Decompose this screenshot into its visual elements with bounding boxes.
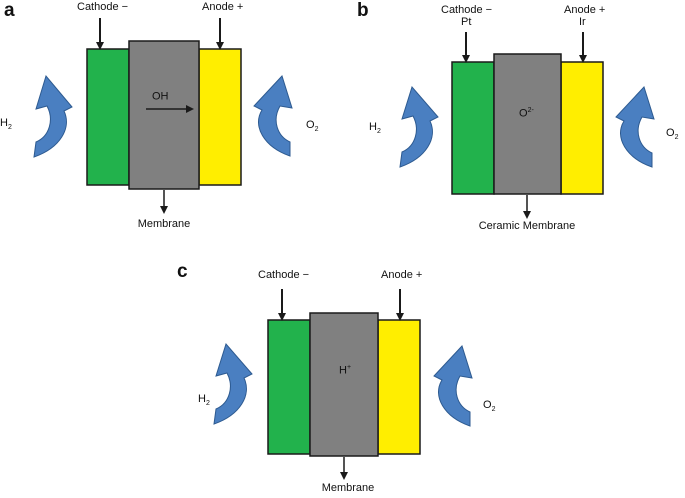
- anode-plate: [377, 319, 421, 455]
- panel-b: [399, 32, 655, 219]
- h2-label: H2: [0, 117, 12, 132]
- ion-label: H+: [339, 364, 352, 377]
- membrane-label: Membrane: [321, 482, 375, 494]
- cathode-plate: [86, 48, 130, 186]
- cathode-plate: [267, 319, 311, 455]
- membrane-block: [493, 53, 562, 195]
- panel-a: [33, 18, 293, 214]
- o2-label: O2: [483, 399, 496, 414]
- panel-c: [213, 289, 473, 480]
- panel-label-b: b: [357, 0, 369, 21]
- panel-label-a: a: [4, 0, 15, 21]
- panel-label-c: c: [177, 261, 188, 282]
- h2-curved-arrow: [399, 85, 439, 168]
- cathode-plate: [451, 61, 495, 195]
- o2-curved-arrow: [615, 86, 655, 168]
- cathode-label: Cathode −: [258, 269, 310, 281]
- o2-label: O2: [666, 127, 679, 142]
- o2-curved-arrow: [253, 75, 293, 157]
- anode-label: Anode +: [381, 269, 423, 281]
- cathode-label: Cathode −: [77, 1, 129, 13]
- anode-plate: [560, 61, 604, 195]
- h2-label: H2: [198, 393, 210, 408]
- anode-label: Anode +: [202, 1, 244, 13]
- ion-label: OH: [152, 90, 169, 103]
- h2-label: H2: [369, 121, 381, 136]
- membrane-block: [128, 40, 200, 190]
- ion-label: O2-: [519, 107, 534, 120]
- cathode-label: Cathode −: [441, 4, 493, 16]
- membrane-label: Membrane: [137, 218, 191, 230]
- o2-label: O2: [306, 119, 319, 134]
- h2-curved-arrow: [213, 342, 253, 425]
- anode-material-label: Ir: [579, 16, 586, 28]
- cathode-material-label: Pt: [461, 16, 472, 28]
- membrane-label: Ceramic Membrane: [478, 220, 576, 232]
- o2-curved-arrow: [433, 345, 473, 427]
- membrane-block: [309, 312, 379, 457]
- h2-curved-arrow: [33, 74, 73, 158]
- anode-plate: [198, 48, 242, 186]
- anode-label: Anode +: [564, 4, 606, 16]
